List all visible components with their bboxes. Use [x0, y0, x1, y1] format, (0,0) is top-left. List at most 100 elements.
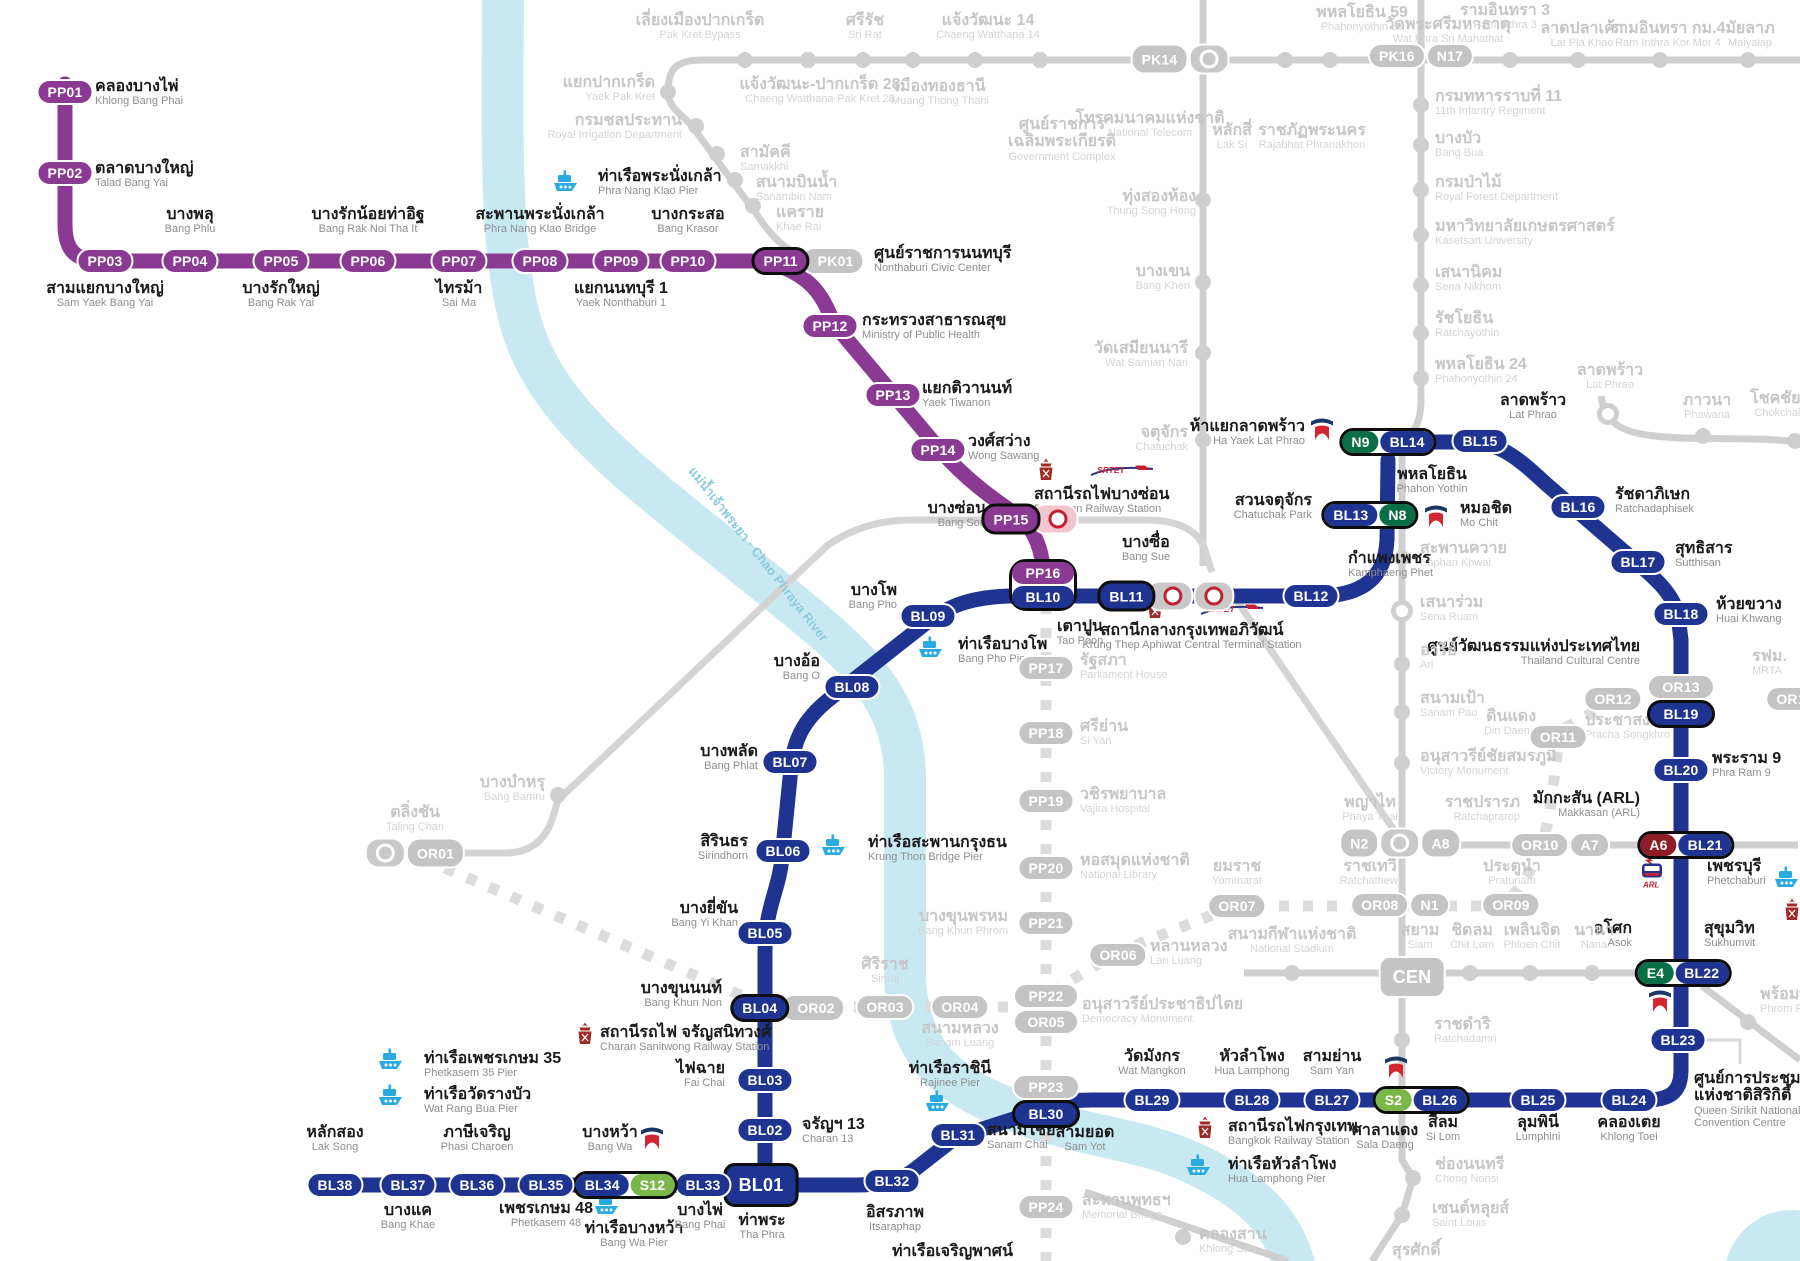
- station-bl37[interactable]: BL37: [379, 1172, 437, 1198]
- station-bl06[interactable]: BL06: [754, 838, 812, 864]
- station-bl09[interactable]: BL09: [899, 603, 957, 629]
- station-bl08[interactable]: BL08: [823, 674, 881, 700]
- station-bl33[interactable]: BL33: [674, 1172, 732, 1198]
- station-code-pp10: PP10: [659, 248, 717, 274]
- station-pp02[interactable]: PP02: [36, 160, 94, 186]
- station-bl07[interactable]: BL07: [761, 749, 819, 775]
- station-extension: [1379, 827, 1421, 859]
- station-pp14[interactable]: PP14: [909, 437, 967, 463]
- station-bl11[interactable]: BL11: [1097, 580, 1235, 612]
- station-pp12[interactable]: PP12: [801, 313, 859, 339]
- station-bl15[interactable]: BL15: [1451, 428, 1509, 454]
- station-or12[interactable]: OR12: [1583, 686, 1643, 712]
- station-pp08[interactable]: PP08: [511, 248, 569, 274]
- station-bl36[interactable]: BL36: [448, 1172, 506, 1198]
- station-cen[interactable]: CEN: [1378, 956, 1446, 998]
- station-bl27[interactable]: BL27: [1303, 1087, 1361, 1113]
- station-pp21[interactable]: PP21: [1017, 910, 1075, 936]
- station-bl17[interactable]: BL17: [1609, 549, 1667, 575]
- station-code-or07: OR07: [1207, 893, 1267, 919]
- svg-text:ARL: ARL: [1642, 881, 1660, 889]
- station-bl20[interactable]: BL20: [1652, 757, 1710, 783]
- station-pp07[interactable]: PP07: [430, 248, 488, 274]
- station-or07[interactable]: OR07: [1207, 893, 1267, 919]
- minor-station-dot: [1413, 325, 1429, 341]
- station-or09[interactable]: OR09: [1481, 892, 1541, 918]
- station-pp06[interactable]: PP06: [339, 248, 397, 274]
- station-bl32[interactable]: BL32: [863, 1168, 921, 1194]
- station-code-bl14: BL14: [1380, 431, 1434, 453]
- station-pp15[interactable]: PP15: [981, 503, 1079, 535]
- minor-station-dot: [1195, 274, 1211, 290]
- station-bl24[interactable]: BL24: [1600, 1087, 1658, 1113]
- station-bl28[interactable]: BL28: [1223, 1087, 1281, 1113]
- mrt-purple-line-diagonal: [772, 258, 1051, 582]
- station-code-a6: A6: [1640, 834, 1677, 856]
- station-code-e4: E4: [1637, 962, 1674, 984]
- station-code-or14: OR14: [1765, 686, 1800, 712]
- minor-station-dot: [1502, 52, 1518, 68]
- station-pp04[interactable]: PP04: [161, 248, 219, 274]
- station-or03[interactable]: OR03: [855, 994, 915, 1020]
- station-pp13[interactable]: PP13: [864, 382, 922, 408]
- minor-station-dot: [1032, 52, 1048, 68]
- station-extension: [364, 837, 406, 869]
- station-bl38[interactable]: BL38: [306, 1172, 364, 1198]
- station-pk14[interactable]: PK14: [1130, 43, 1230, 75]
- station-or11[interactable]: OR11: [1528, 724, 1588, 750]
- station-bl16[interactable]: BL16: [1549, 494, 1607, 520]
- station-bl01[interactable]: BL01: [723, 1163, 799, 1207]
- minor-station-dot: [1413, 97, 1429, 113]
- station-pp24[interactable]: PP24: [1017, 1194, 1075, 1220]
- station-bl18[interactable]: BL18: [1652, 601, 1710, 627]
- station-bl12[interactable]: BL12: [1282, 583, 1340, 609]
- station-code-bl11: BL11: [1097, 580, 1156, 612]
- station-code-or05: OR05: [1013, 1009, 1079, 1035]
- chao-phraya-river: [481, 0, 1315, 1261]
- station-pp01[interactable]: PP01: [36, 79, 94, 105]
- station-pp05[interactable]: PP05: [252, 248, 310, 274]
- station-pp10[interactable]: PP10: [659, 248, 717, 274]
- station-bl02[interactable]: BL02: [736, 1117, 794, 1143]
- station-pp09[interactable]: PP09: [592, 248, 650, 274]
- station-pp20[interactable]: PP20: [1017, 855, 1075, 881]
- station-code-bl10: BL10: [1012, 586, 1074, 608]
- station-or01[interactable]: OR01: [364, 837, 466, 869]
- station-bl05[interactable]: BL05: [736, 920, 794, 946]
- station-bl03[interactable]: BL03: [736, 1067, 794, 1093]
- station-code-bl06: BL06: [754, 838, 812, 864]
- station-pp03[interactable]: PP03: [76, 248, 134, 274]
- station-bl25[interactable]: BL25: [1509, 1087, 1567, 1113]
- station-pp18[interactable]: PP18: [1017, 720, 1075, 746]
- station-code-or13: OR13: [1647, 674, 1715, 700]
- station-bl23[interactable]: BL23: [1649, 1027, 1707, 1053]
- station-or14[interactable]: OR14: [1765, 686, 1800, 712]
- station-pp17[interactable]: PP17: [1017, 655, 1075, 681]
- station-bl35[interactable]: BL35: [517, 1172, 575, 1198]
- station-extension: [1193, 580, 1235, 612]
- station-pp19[interactable]: PP19: [1017, 788, 1075, 814]
- station-or04[interactable]: OR04: [930, 994, 990, 1020]
- station-bl29[interactable]: BL29: [1123, 1087, 1181, 1113]
- station-code-pp09: PP09: [592, 248, 650, 274]
- bts-logo-icon: [1424, 501, 1449, 533]
- station-or06[interactable]: OR06: [1088, 942, 1148, 968]
- station-bl31[interactable]: BL31: [929, 1122, 987, 1148]
- station-code-or09: OR09: [1481, 892, 1541, 918]
